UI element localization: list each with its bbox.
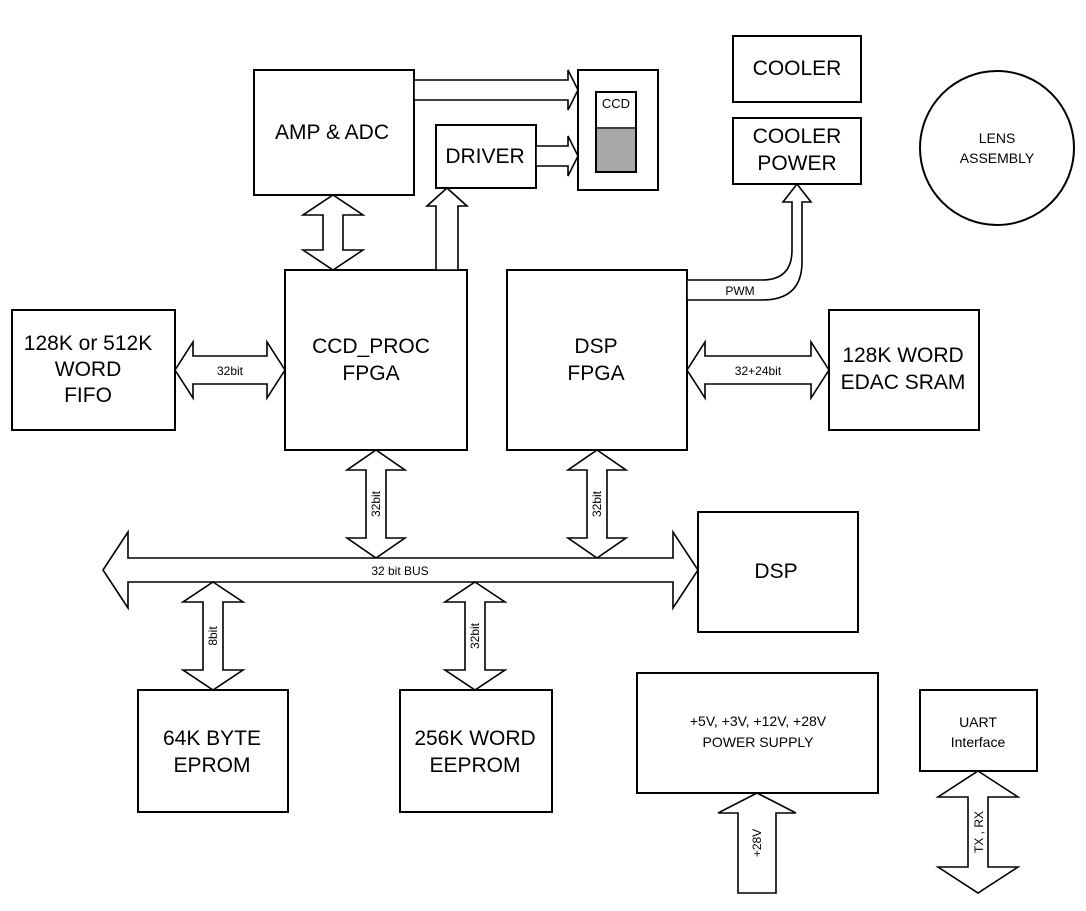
power-supply-label-line1: +5V, +3V, +12V, +28V: [690, 713, 827, 729]
uart-io-label: TX , RX: [972, 811, 986, 853]
ccd-proc-label-line1: CCD_PROC: [312, 335, 430, 358]
dsp-fpga-label-line2: FPGA: [567, 362, 624, 385]
sram-bus-arrow: [686, 339, 830, 401]
dspfpga-bus-label: 32bit: [590, 490, 604, 517]
driver-label: DRIVER: [445, 145, 524, 168]
dsp-fpga-box: [506, 269, 688, 451]
lens-label-line2: ASSEMBLY: [960, 150, 1035, 166]
fifo-bus-arrow: [174, 339, 286, 401]
driver-to-ccd-arrow: [535, 135, 579, 177]
ccdproc-to-driver-arrow: [424, 186, 470, 271]
eprom-bus-arrow: [180, 581, 246, 691]
pwm-label: PWM: [725, 284, 754, 298]
amp-adc-box: [253, 69, 415, 196]
pwm-to-cooler-power-arrow: [686, 182, 813, 301]
uart-box: [919, 689, 1038, 772]
eeprom-bus-arrow: [442, 581, 508, 691]
uart-io-arrow: [935, 770, 1021, 894]
fifo-label-line3: FIFO: [64, 384, 112, 407]
eeprom-label-line1: 256K WORD: [414, 727, 535, 750]
lens-label-line1: LENS: [979, 130, 1016, 146]
ccdproc-bus-label: 32bit: [369, 490, 383, 517]
cooler-label: COOLER: [753, 57, 842, 80]
fifo-label-line2: WORD: [55, 358, 122, 381]
main-bus-label: 32 bit BUS: [371, 564, 428, 578]
amp-to-ccd-arrow: [413, 69, 579, 111]
eprom-label-line1: 64K BYTE: [163, 727, 261, 750]
eeprom-box: [399, 689, 553, 813]
power-supply-label-line2: POWER SUPPLY: [703, 734, 815, 750]
power-supply-box: [636, 672, 879, 794]
cooler-box: [732, 35, 862, 103]
lens-assembly-circle: [919, 70, 1075, 226]
dsp-fpga-label-line1: DSP: [574, 335, 617, 358]
eeprom-label-line2: EEPROM: [429, 754, 520, 777]
power-input-label: +28V: [750, 829, 764, 857]
sram-bus-label: 32+24bit: [735, 364, 782, 378]
ccd-proc-fpga-box: [284, 269, 468, 451]
sram-label-line1: 128K WORD: [842, 344, 963, 367]
fifo-label-line1: 128K or 512K: [24, 332, 152, 355]
uart-label-line1: UART: [959, 714, 997, 730]
ccd-label: CCD: [602, 96, 630, 111]
sram-label-line2: EDAC SRAM: [841, 371, 966, 394]
eprom-bus-label: 8bit: [206, 626, 220, 646]
fifo-bus-label: 32bit: [217, 364, 244, 378]
main-bus-arrow: [102, 529, 699, 611]
eeprom-bus-label: 32bit: [468, 622, 482, 649]
cooler-power-label-line2: POWER: [757, 152, 836, 175]
eprom-label-line2: EPROM: [173, 754, 250, 777]
ccd-sensor-shade: [597, 129, 635, 171]
power-input-arrow: [717, 792, 797, 894]
edac-sram-box: [828, 309, 980, 431]
cooler-power-box: [732, 117, 862, 185]
amp-ccdproc-arrow: [300, 194, 366, 271]
dsp-label: DSP: [754, 560, 797, 583]
dsp-box: [697, 511, 859, 633]
amp-adc-label: AMP & ADC: [275, 121, 389, 144]
eprom-box: [137, 689, 289, 813]
uart-label-line2: Interface: [951, 734, 1006, 750]
ccd-proc-label-line2: FPGA: [342, 362, 399, 385]
cooler-power-label-line1: COOLER: [753, 125, 842, 148]
